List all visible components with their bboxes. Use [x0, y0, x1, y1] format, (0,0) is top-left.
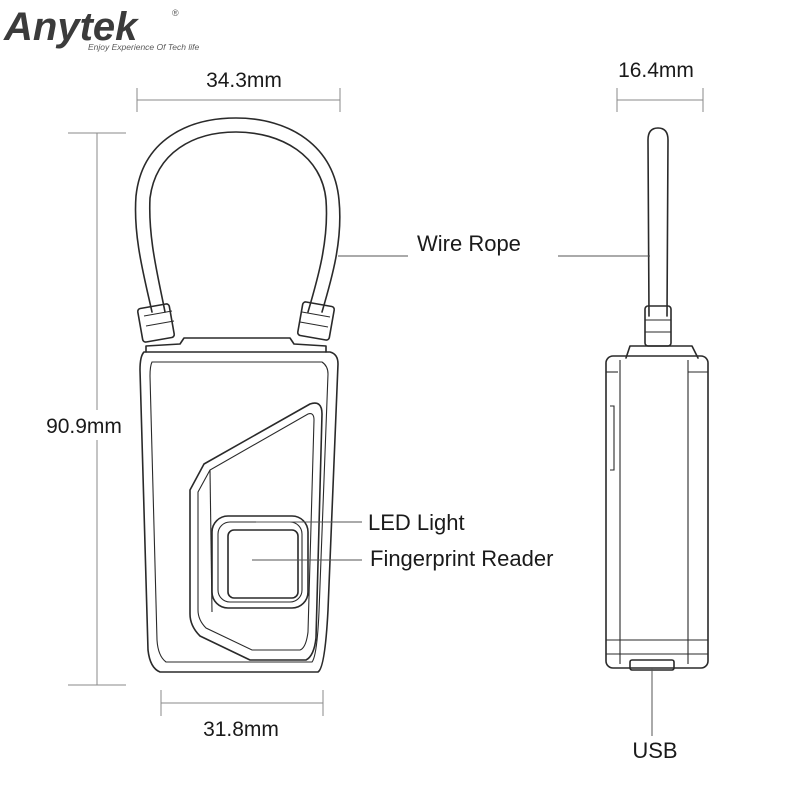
callout-led-light: LED Light — [368, 510, 465, 535]
left-ferrule — [136, 303, 176, 343]
padlock-side-body — [605, 355, 709, 669]
dimension-bottom-width-label: 31.8mm — [203, 718, 279, 741]
brand-name: Anytek — [3, 5, 139, 49]
faceplate — [189, 402, 323, 661]
led-light-ring — [217, 521, 303, 603]
brand-tagline: Enjoy Experience Of Tech life — [88, 42, 199, 52]
callout-usb: USB — [632, 738, 677, 763]
brand-logo: Anytek ® Enjoy Experience Of Tech life — [3, 5, 199, 52]
dimension-side-depth-label: 16.4mm — [618, 59, 694, 82]
padlock-side-view — [605, 127, 709, 671]
wire-rope-shackle — [134, 117, 341, 313]
dimension-bottom-width: 31.8mm — [160, 690, 324, 741]
padlock-body — [139, 351, 339, 673]
dimension-top-width: 34.3mm — [136, 69, 341, 112]
callout-wire-rope: Wire Rope — [417, 231, 521, 256]
wire-rope-side — [647, 127, 669, 317]
registered-mark: ® — [172, 8, 179, 18]
fingerprint-sensor — [227, 529, 299, 599]
dimension-height-label: 90.9mm — [46, 415, 122, 438]
dimension-top-width-label: 34.3mm — [206, 69, 282, 92]
padlock-front-view — [134, 117, 341, 673]
right-ferrule — [296, 301, 336, 341]
dimension-side-depth: 16.4mm — [616, 59, 704, 112]
dimension-height: 90.9mm — [16, 132, 152, 686]
callout-fingerprint-reader: Fingerprint Reader — [370, 546, 553, 571]
fingerprint-reader-frame — [211, 515, 309, 609]
